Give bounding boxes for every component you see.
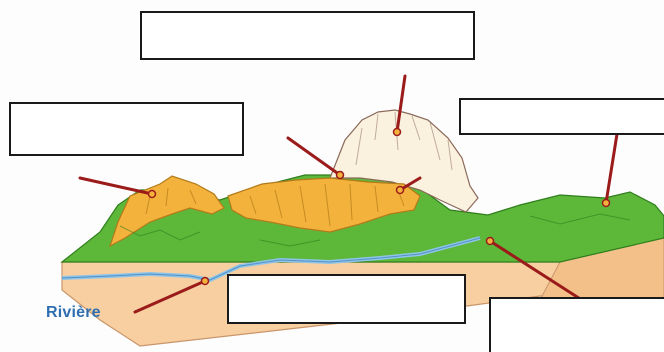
answer-box-top[interactable] [140, 11, 475, 60]
answer-box-right[interactable] [459, 98, 664, 135]
pointer-dot-left-plateau [149, 191, 156, 198]
pointer-line-left-plateau [80, 178, 152, 194]
pointer-dot-plain [487, 238, 494, 245]
answer-box-bottom-right[interactable] [489, 297, 664, 352]
answer-box-bottom-center[interactable] [227, 274, 466, 324]
pointer-dot-right-hill [603, 200, 610, 207]
pointer-dot-plateau-edge [397, 187, 404, 194]
river-label: Rivière [46, 304, 101, 322]
pointer-dot-peak [394, 129, 401, 136]
pointer-dot-central-plateau [337, 172, 344, 179]
pointer-line-right-hill [606, 134, 617, 203]
answer-box-left[interactable] [9, 102, 244, 156]
pointer-dot-river [202, 278, 209, 285]
pointer-line-central-plateau [288, 138, 340, 175]
